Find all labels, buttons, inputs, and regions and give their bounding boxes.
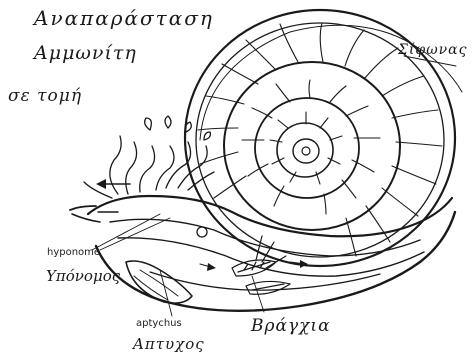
hyponome-greek-label: Υπόνομος (46, 267, 120, 285)
hyponome-english-label: hyponome (47, 247, 100, 258)
title-line-1: Αναπαράσταση (34, 6, 214, 30)
title-line-2: Αμμωνίτη (34, 42, 137, 64)
title-line-3: σε τομή (8, 86, 82, 106)
mouth-opening (197, 227, 207, 237)
body-chamber (88, 196, 455, 311)
aptychus-greek-label: Απτυχος (133, 335, 205, 353)
gills-label: Βράγχια (251, 316, 331, 336)
exhaust-arrowhead (96, 179, 106, 189)
siphon-label: Σίφωνας (398, 42, 467, 58)
aptychus-english-label: aptychus (136, 318, 182, 329)
gills (232, 236, 290, 294)
